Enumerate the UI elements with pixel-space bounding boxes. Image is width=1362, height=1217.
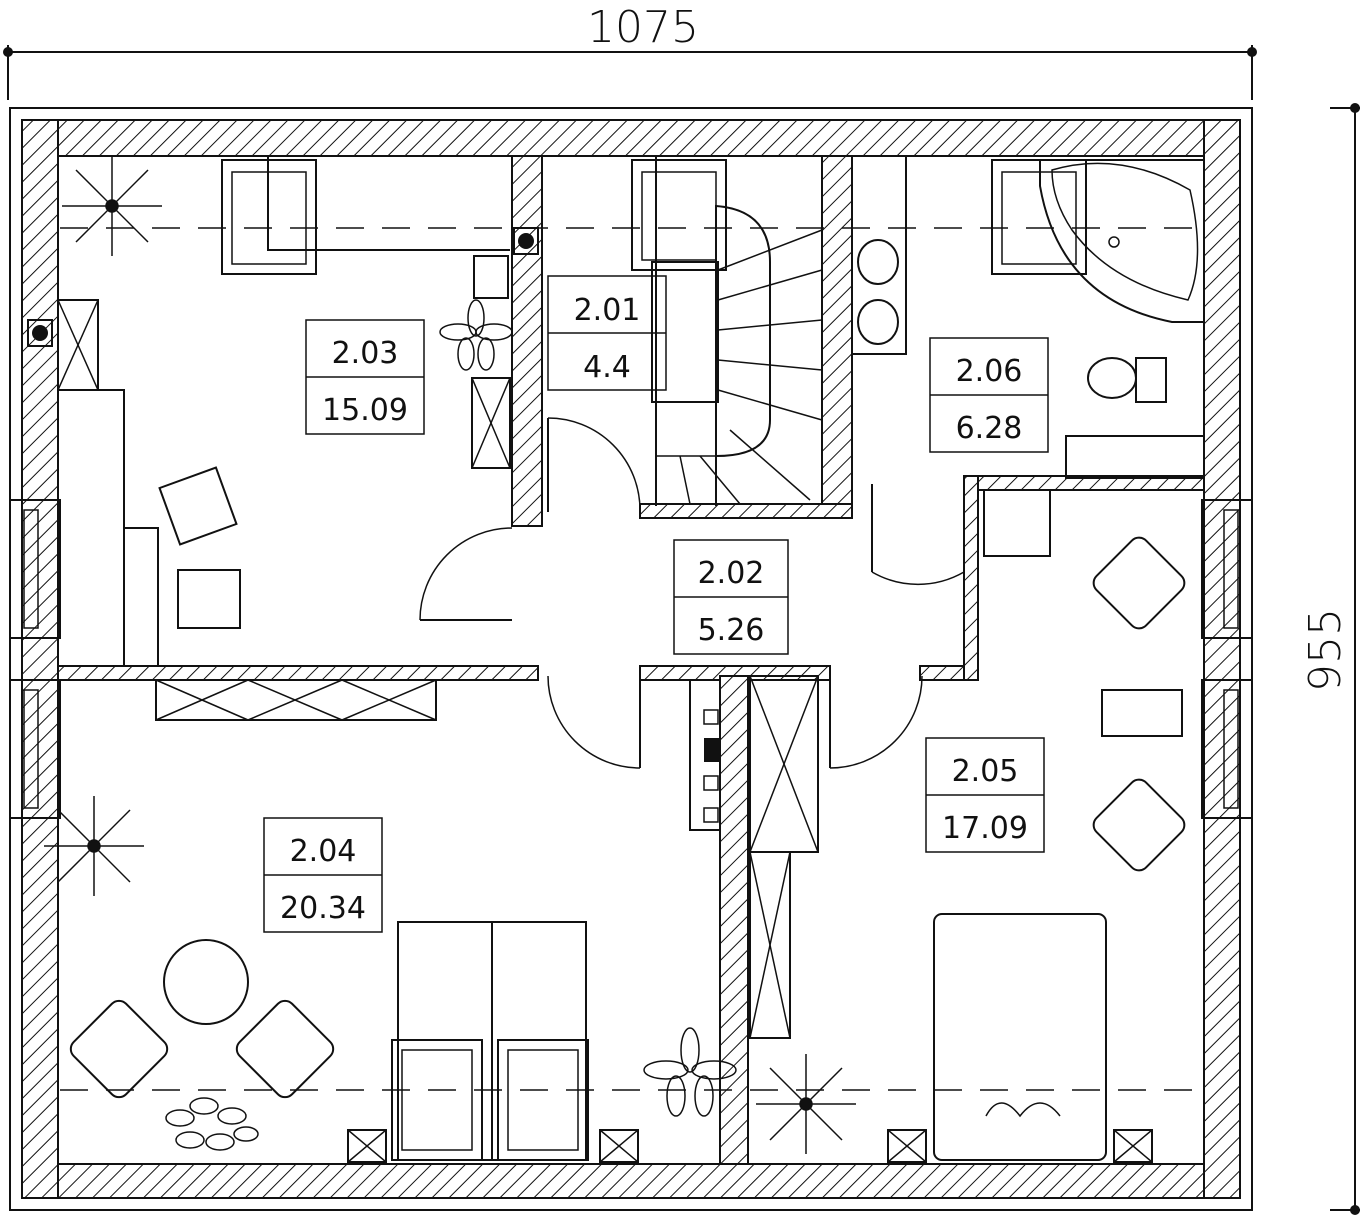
armchair-2-04-left (69, 999, 169, 1099)
bath-shelf (1065, 435, 1205, 479)
window-right-lower (1201, 679, 1253, 819)
round-table (163, 939, 249, 1025)
door-2-01 (547, 417, 641, 512)
desk-counter (57, 299, 159, 667)
height-dimension-label: 955 (1300, 608, 1351, 692)
door-2-05 (829, 675, 923, 769)
room-area: 17.09 (942, 811, 1028, 846)
outer-outline (9, 107, 1253, 1211)
bed-2-05 (933, 913, 1107, 1161)
room-number: 2.01 (574, 293, 641, 328)
width-dimension-label: 1075 (587, 2, 699, 53)
room-label-2-06: 2.06 6.28 (929, 337, 1049, 453)
corner-bathtub (1039, 159, 1205, 323)
table-2-05 (1101, 689, 1183, 737)
room-number: 2.06 (956, 354, 1023, 389)
radiator-boxes (347, 1129, 1153, 1163)
room-area: 4.4 (583, 350, 631, 385)
bed-2-04 (397, 921, 587, 1161)
room-label-2-01: 2.01 4.4 (547, 275, 667, 391)
roof-window-1 (391, 1039, 483, 1161)
room-label-2-02: 2.02 5.26 (673, 539, 789, 655)
roof-shelf-2-03 (267, 156, 510, 251)
room-number: 2.04 (290, 834, 357, 869)
width-dimension: 1075 (3, 2, 1257, 100)
room-number: 2.02 (698, 556, 765, 591)
room-label-2-03: 2.03 15.09 (305, 319, 425, 435)
desk-2-05 (983, 489, 1051, 557)
door-2-04 (547, 675, 641, 769)
chimney-vents (27, 227, 539, 347)
door-2-03 (419, 527, 513, 621)
window-top-stair (631, 159, 727, 271)
plant-icon (44, 156, 856, 1154)
exterior-walls (21, 119, 1241, 1199)
installation-shaft (689, 679, 721, 831)
sink-counter (851, 155, 907, 355)
staircase (651, 156, 823, 506)
shelf-2-03 (471, 255, 511, 469)
room-area: 20.34 (280, 891, 366, 926)
office-chair-1 (158, 466, 238, 546)
interior-walls (57, 155, 1205, 1165)
toilet (1087, 357, 1167, 403)
armchair-2-05-lower (1092, 778, 1186, 872)
room-area: 5.26 (698, 613, 765, 648)
window-right-upper (1201, 499, 1253, 639)
window-left-lower (9, 679, 61, 819)
armchair-2-04-right (235, 999, 335, 1099)
room-number: 2.05 (952, 754, 1019, 789)
window-left-upper (9, 499, 61, 639)
roof-window-2 (497, 1039, 589, 1161)
room-label-2-05: 2.05 17.09 (925, 737, 1045, 853)
room-area: 6.28 (956, 411, 1023, 446)
wardrobe-2-05 (749, 675, 819, 1039)
armchair-2-05-upper (1092, 536, 1186, 630)
door-2-06 (871, 484, 965, 586)
room-area: 15.09 (322, 393, 408, 428)
office-chair-2 (177, 569, 241, 629)
wardrobe-2-03 (155, 679, 437, 721)
height-dimension: 955 (1300, 103, 1360, 1215)
room-number: 2.03 (332, 336, 399, 371)
room-label-2-04: 2.04 20.34 (263, 817, 383, 933)
